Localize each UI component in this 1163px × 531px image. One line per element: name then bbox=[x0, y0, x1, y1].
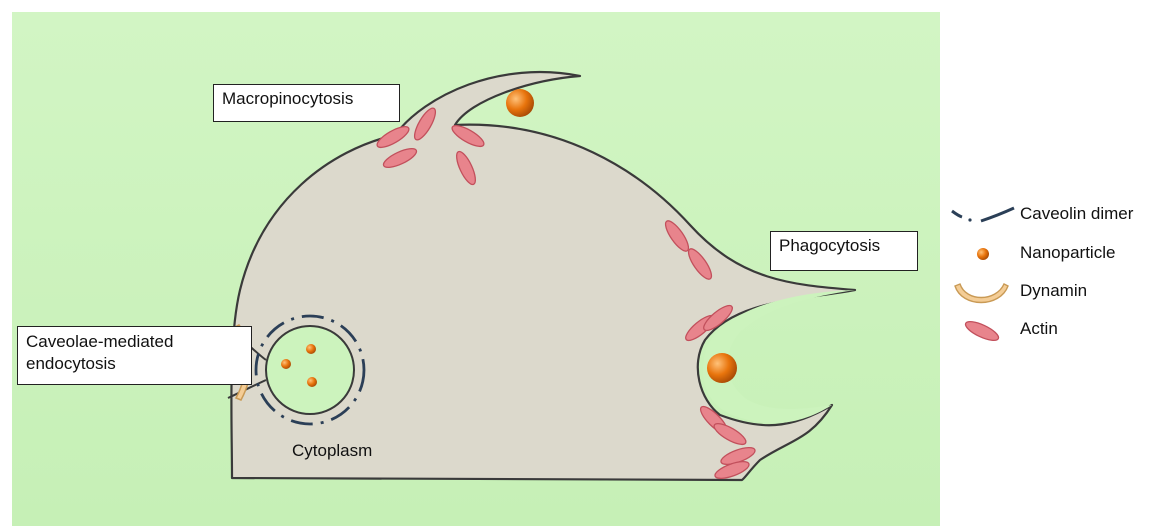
legend-label-nanoparticle: Nanoparticle bbox=[1020, 243, 1115, 263]
legend-label-dynamin: Dynamin bbox=[1020, 281, 1087, 301]
caveolin-dimer-icon bbox=[948, 199, 1018, 229]
nanoparticle-macropinocytosis bbox=[506, 89, 534, 117]
label-caveolae-line1: Caveolae-mediated bbox=[26, 331, 243, 353]
nanoparticle-phagocytosis bbox=[707, 353, 737, 383]
label-macropinocytosis: Macropinocytosis bbox=[213, 84, 400, 122]
label-caveolae-line2: endocytosis bbox=[26, 353, 243, 375]
caveolae-vesicle bbox=[266, 326, 354, 414]
nanoparticle bbox=[281, 359, 291, 369]
legend-item-caveolin: Caveolin dimer bbox=[948, 199, 1163, 229]
legend-item-nanoparticle: Nanoparticle bbox=[948, 238, 1163, 268]
actin-icon bbox=[948, 314, 1018, 344]
label-cytoplasm: Cytoplasm bbox=[292, 441, 372, 461]
legend-label-actin: Actin bbox=[1020, 319, 1058, 339]
label-caveolae-mediated-endocytosis: Caveolae-mediated endocytosis bbox=[17, 326, 252, 385]
legend-label-caveolin: Caveolin dimer bbox=[1020, 204, 1133, 224]
legend-item-dynamin: Dynamin bbox=[948, 276, 1163, 306]
nanoparticle-icon bbox=[948, 238, 1018, 268]
nanoparticle bbox=[306, 344, 316, 354]
nanoparticle bbox=[307, 377, 317, 387]
label-phagocytosis: Phagocytosis bbox=[770, 231, 918, 271]
legend-item-actin: Actin bbox=[948, 314, 1163, 344]
dynamin-icon bbox=[948, 276, 1018, 306]
